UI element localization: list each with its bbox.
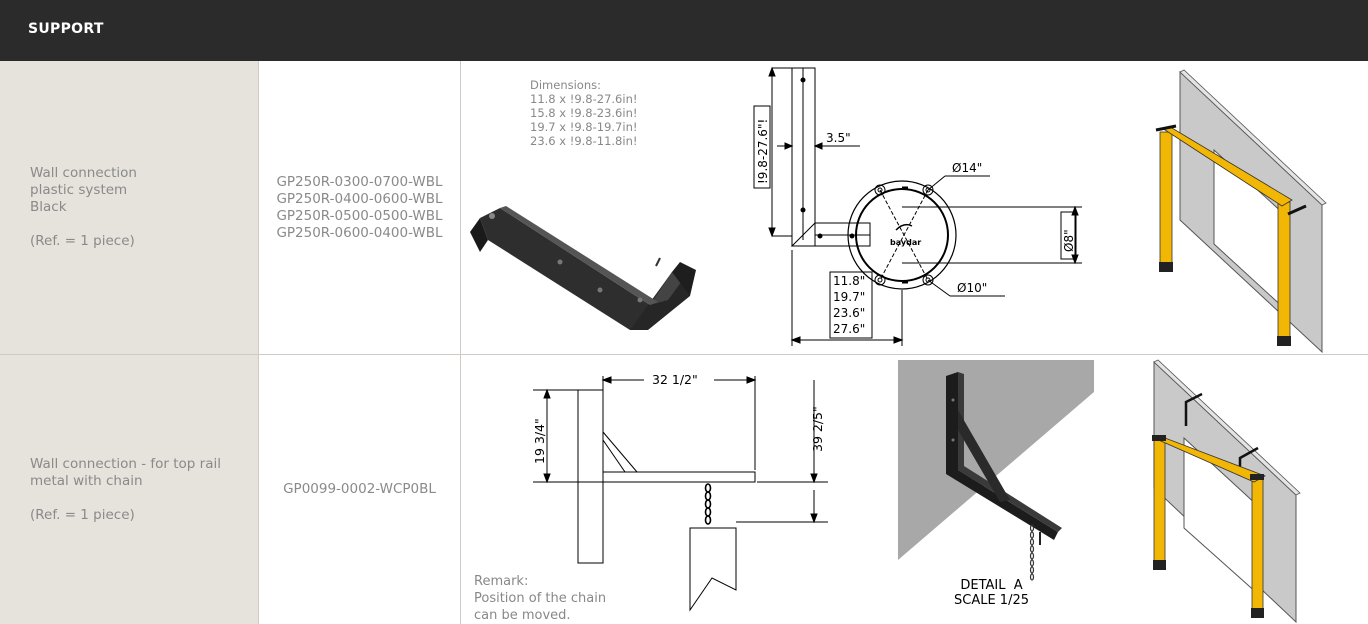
description-cell: Wall connection - for top rail metal wit… [0, 355, 258, 624]
drop-dimension-label: 39 2/5" [810, 406, 825, 452]
height-dimension-label: !9.8-27.6"! [756, 119, 770, 184]
diameter-8-label: Ø8" [1062, 229, 1076, 252]
table-row: Wall connection - for top rail metal wit… [0, 355, 1368, 624]
diameter-14-label: Ø14" [952, 161, 982, 175]
description-cell: Wall connection plastic system Black (Re… [0, 61, 258, 354]
description-line: metal with chain [30, 472, 143, 489]
black-bracket-image [470, 206, 696, 330]
detail-title: DETAIL A [960, 578, 1023, 593]
table-row: Wall connection plastic system Black (Re… [0, 61, 1368, 355]
reference-code: GP250R-0500-0500-WBL [276, 207, 443, 224]
detail-caption: DETAIL A SCALE 1/25 [954, 578, 1029, 608]
reference-code: GP250R-0300-0700-WBL [276, 173, 443, 190]
description-line: (Ref. = 1 piece) [30, 506, 135, 523]
metal-bracket-dimension-labels: 32 1/2" 19 3/4" 39 2/5" [532, 372, 825, 464]
remark-line: Position of the chain [474, 591, 607, 606]
length-label: 11.8" [833, 274, 865, 288]
reference-code: GP250R-0600-0400-WBL [276, 224, 443, 241]
detail-scale: SCALE 1/25 [954, 593, 1030, 608]
diameter-10-label: Ø10" [957, 281, 987, 295]
description-line: plastic system [30, 182, 128, 198]
remark-line: can be moved. [474, 608, 571, 623]
dimension-item: 19.7 x !9.8-19.7in! [530, 120, 638, 134]
description-line: Black [30, 199, 67, 215]
metal-bracket-drawing [533, 376, 828, 612]
length-label: 23.6" [833, 306, 865, 320]
reference-code: GP0099-0002-WCP0BL [283, 481, 436, 497]
dimensions-title: Dimensions: [530, 78, 601, 92]
remark-note: Remark: Position of the chain can be mov… [474, 573, 606, 624]
length-label: 19.7" [833, 290, 865, 304]
plastic-bracket-drawing: baydar [753, 66, 1082, 346]
svg-text:baydar: baydar [890, 238, 921, 247]
detail-wall-image [898, 360, 1094, 581]
barrier-wall-image-2 [1152, 359, 1301, 624]
description-line: Wall connection [30, 165, 137, 181]
reference-code: GP250R-0400-0600-WBL [276, 190, 443, 207]
dimension-item: 15.8 x !9.8-23.6in! [530, 106, 638, 120]
width-dimension-label: 3.5" [826, 131, 851, 145]
section-header: SUPPORT [0, 0, 1368, 61]
dimensions-list: Dimensions: 11.8 x !9.8-27.6in! 15.8 x !… [530, 78, 637, 148]
dimension-item: 23.6 x !9.8-11.8in! [530, 134, 638, 148]
section-title: SUPPORT [28, 21, 104, 37]
reference-cell: GP0099-0002-WCP0BL [258, 355, 461, 624]
length-dimension-label: 32 1/2" [652, 372, 698, 387]
height-dimension-label: 19 3/4" [532, 418, 547, 464]
length-label: 27.6" [833, 322, 865, 336]
plastic-bracket-dimension-labels: !9.8-27.6"! 3.5" Ø14" Ø10" Ø8" 11.8" 19.… [756, 119, 1076, 336]
barrier-wall-image-1 [1155, 69, 1327, 354]
description-line: (Ref. = 1 piece) [30, 233, 135, 249]
dimension-item: 11.8 x !9.8-27.6in! [530, 92, 638, 106]
reference-cell: GP250R-0300-0700-WBL GP250R-0400-0600-WB… [258, 61, 461, 354]
description-line: Wall connection - for top rail [30, 455, 221, 472]
remark-line: Remark: [474, 574, 529, 589]
